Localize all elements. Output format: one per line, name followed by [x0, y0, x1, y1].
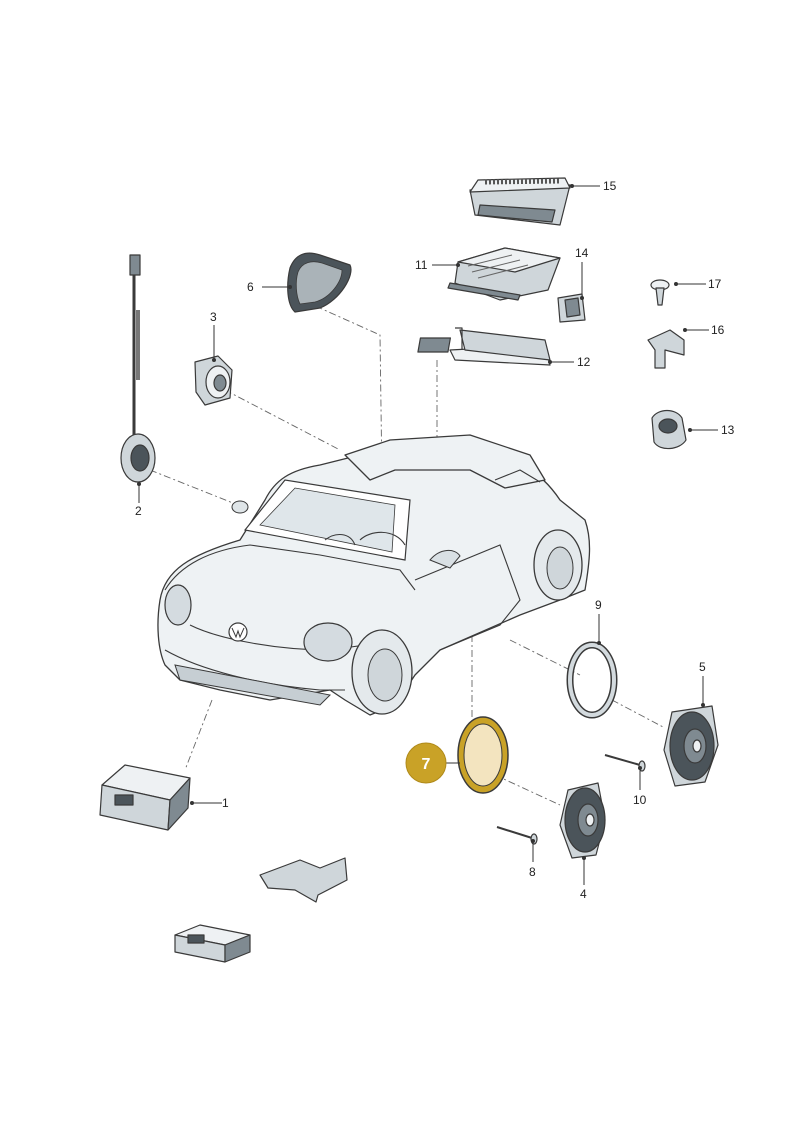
part-3-tweeter — [194, 355, 233, 406]
part-1-module — [99, 764, 191, 831]
part-6-grille — [287, 252, 352, 313]
highlight-badge-circle — [405, 742, 447, 784]
callout-3: 3 — [210, 310, 217, 324]
unnumbered-module — [174, 924, 251, 963]
part-11-control-unit — [447, 247, 561, 301]
part-14-connector — [557, 293, 586, 323]
car-body — [157, 434, 591, 716]
leader-lines — [137, 184, 718, 885]
callout-8: 8 — [529, 865, 536, 879]
part-9-ring — [566, 641, 618, 719]
callout-4: 4 — [580, 887, 587, 901]
part-5-speaker — [663, 705, 719, 787]
part-15-roof-module — [469, 177, 571, 226]
callout-12: 12 — [577, 355, 591, 369]
unnumbered-bracket — [259, 857, 348, 903]
callout-14: 14 — [575, 246, 589, 260]
part-12-bracket — [417, 327, 551, 366]
part-17-screw — [650, 279, 670, 306]
callout-11: 11 — [415, 258, 428, 272]
callout-13: 13 — [721, 423, 735, 437]
part-13-clip — [651, 409, 687, 450]
callout-1: 1 — [222, 796, 229, 810]
callout-6: 6 — [247, 280, 254, 294]
part-4-speaker — [559, 782, 606, 859]
part-7-gasket — [457, 716, 509, 794]
callout-15: 15 — [603, 179, 617, 193]
callout-16: 16 — [711, 323, 725, 337]
highlight-badge-7[interactable]: 7 — [405, 742, 447, 784]
callout-7: 7 — [422, 756, 431, 773]
callout-9: 9 — [595, 598, 602, 612]
callout-labels: 1 2 3 4 5 6 8 9 10 11 12 13 14 15 16 17 — [135, 179, 735, 901]
callout-5: 5 — [699, 660, 706, 674]
part-16-bracket — [647, 329, 685, 369]
callout-17: 17 — [708, 277, 722, 291]
callout-10: 10 — [633, 793, 647, 807]
part-8-rivet — [496, 826, 538, 845]
callout-2: 2 — [135, 504, 142, 518]
part-2-antenna-assembly — [120, 254, 156, 483]
